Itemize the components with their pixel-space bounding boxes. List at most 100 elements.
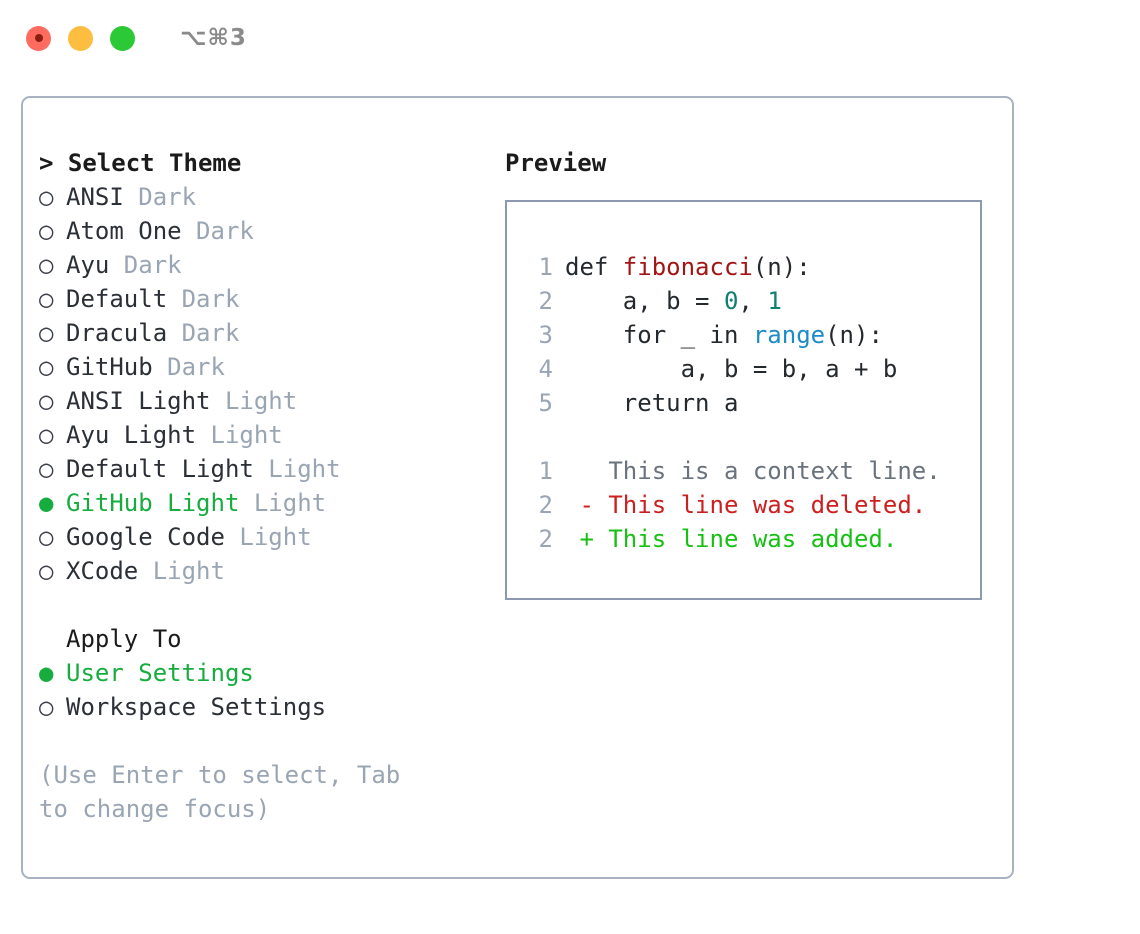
theme-option[interactable]: ● GitHub Light Light — [39, 486, 483, 520]
code-token-fn: fibonacci — [622, 253, 753, 281]
radio-unselected-icon: ○ — [39, 557, 54, 585]
code-token-plain: a, b = b, a + b — [565, 355, 898, 383]
theme-option-label: Default — [66, 285, 168, 313]
theme-option-label: Ayu — [66, 251, 110, 279]
apply-to-header-label: Apply To — [66, 625, 182, 653]
theme-option[interactable]: ○ Dracula Dark — [39, 316, 483, 350]
theme-option[interactable]: ○ Default Light Light — [39, 452, 483, 486]
close-button[interactable] — [26, 25, 51, 51]
window-controls — [26, 25, 135, 51]
radio-unselected-icon: ○ — [39, 387, 54, 415]
theme-option-label: Ayu Light — [66, 421, 197, 449]
theme-option[interactable]: ○ Ayu Light Light — [39, 418, 483, 452]
radio-unselected-icon: ○ — [39, 285, 54, 313]
keyboard-hint-text: (Use Enter to select, Tab to change focu… — [39, 761, 401, 823]
theme-option[interactable]: ○ANSI Light Light — [39, 384, 483, 418]
keyboard-shortcut-label: ⌥⌘3 — [180, 25, 247, 51]
radio-unselected-icon: ○ — [39, 183, 54, 211]
maximize-button[interactable] — [110, 25, 135, 51]
apply-to-option[interactable]: ○ Workspace Settings — [39, 690, 483, 724]
code-token-plain: (n): — [825, 321, 883, 349]
diff-line-number: 1 — [538, 457, 553, 485]
diff-line-number: 2 — [538, 491, 553, 519]
theme-option-label: Google Code — [66, 523, 225, 551]
theme-option-tag: Light — [224, 523, 312, 551]
radio-selected-icon: ● — [39, 659, 54, 687]
diff-line: 1 This is a context line. — [527, 454, 980, 488]
theme-option[interactable]: ○ ANSI Dark — [39, 180, 483, 214]
theme-option[interactable]: ○GitHub Dark — [39, 350, 483, 384]
theme-option-tag: Dark — [123, 183, 197, 211]
diff-line-added: + This line was added. — [565, 525, 898, 553]
theme-option-label: XCode — [66, 557, 139, 585]
radio-selected-icon: ● — [39, 489, 54, 517]
radio-unselected-icon: ○ — [39, 217, 54, 245]
radio-unselected-icon: ○ — [39, 421, 54, 449]
code-line: 5 return a — [527, 386, 980, 420]
code-token-plain: def — [565, 253, 623, 281]
radio-unselected-icon: ○ — [39, 251, 54, 279]
select-theme-header: > Select Theme — [39, 149, 242, 177]
theme-option-tag: Light — [196, 421, 283, 449]
theme-selector-panel: > Select Theme ○ANSI Dark○Atom One Dark○… — [21, 96, 1014, 879]
radio-unselected-icon: ○ — [39, 319, 54, 347]
apply-to-option-label: Workspace Settings — [66, 693, 327, 721]
preview-header: Preview — [505, 149, 607, 177]
theme-option-tag: Dark — [167, 319, 240, 347]
theme-option-tag: Dark — [167, 285, 240, 313]
radio-unselected-icon: ○ — [39, 693, 54, 721]
code-token-plain: , — [738, 287, 768, 315]
theme-list-column: > Select Theme ○ANSI Dark○Atom One Dark○… — [23, 146, 483, 826]
diff-line-deleted: - This line was deleted. — [565, 491, 927, 519]
theme-option[interactable]: ○ Default Dark — [39, 282, 483, 316]
code-token-plain: return a — [565, 389, 739, 417]
apply-to-option-label: User Settings — [66, 659, 254, 687]
code-diff-spacer — [527, 420, 980, 454]
apply-to-option[interactable]: ● User Settings — [39, 656, 483, 690]
code-token-plain: for _ in — [565, 321, 753, 349]
code-token-num: 1 — [767, 287, 782, 315]
theme-option[interactable]: ○ Ayu Dark — [39, 248, 483, 282]
theme-option-label: ANSI — [66, 183, 124, 211]
minimize-button[interactable] — [68, 25, 93, 51]
code-line-number: 3 — [538, 321, 553, 349]
theme-option-tag: Light — [138, 557, 225, 585]
code-token-call: range — [752, 321, 826, 349]
theme-option-label: GitHub Light — [66, 489, 240, 517]
theme-option[interactable]: ○ Atom One Dark — [39, 214, 483, 248]
code-line: 2 a, b = 0, 1 — [527, 284, 980, 318]
title-bar: ⌥⌘3 — [0, 0, 1140, 76]
code-line: 3 for _ in range(n): — [527, 318, 980, 352]
theme-option-label: Default Light — [66, 455, 254, 483]
code-line-number: 2 — [538, 287, 553, 315]
radio-unselected-icon: ○ — [39, 455, 54, 483]
code-line-number: 4 — [538, 355, 553, 383]
theme-option[interactable]: ○ Google Code Light — [39, 520, 483, 554]
theme-option-label: Atom One — [66, 217, 182, 245]
code-line-number: 1 — [538, 253, 553, 281]
diff-line-number: 2 — [538, 525, 553, 553]
diff-line: 2 - This line was deleted. — [527, 488, 980, 522]
theme-option-label: Dracula — [66, 319, 168, 347]
radio-unselected-icon: ○ — [39, 523, 54, 551]
radio-unselected-icon: ○ — [39, 353, 54, 381]
list-spacer — [39, 588, 483, 622]
diff-sample: 1 This is a context line.2 - This line w… — [527, 454, 980, 556]
theme-option-tag: Light — [253, 455, 341, 483]
theme-option-tag: Dark — [181, 217, 254, 245]
code-line: 4 a, b = b, a + b — [527, 352, 980, 386]
apply-to-list: ● User Settings ○ Workspace Settings — [39, 656, 483, 724]
theme-option-tag: Dark — [109, 251, 182, 279]
theme-option[interactable]: ○ XCode Light — [39, 554, 483, 588]
apply-to-header: ○ Apply To — [39, 622, 483, 656]
theme-option-tag: Light — [239, 489, 327, 517]
code-line-number: 5 — [538, 389, 553, 417]
theme-option-tag: Dark — [152, 353, 225, 381]
theme-option-label: ANSI Light — [66, 387, 211, 415]
code-token-num: 0 — [723, 287, 739, 315]
